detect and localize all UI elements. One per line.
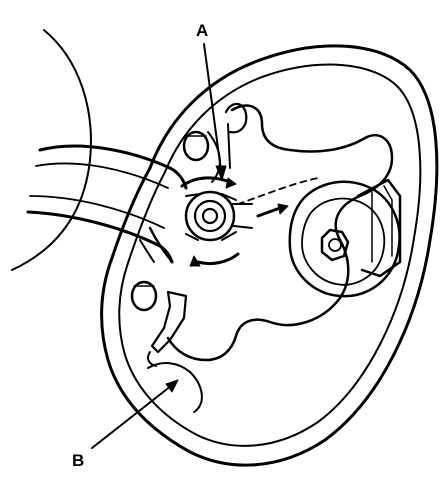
hub-contour [166, 104, 394, 362]
lower-clip [150, 290, 188, 354]
tool-bar-upper [38, 144, 188, 190]
rotation-arrow-top [180, 176, 232, 188]
upper-boss [182, 130, 210, 162]
rotation-arrow-right [256, 206, 282, 218]
rotation-arrow-bottom [196, 252, 240, 266]
right-hub-housing [288, 180, 401, 298]
wheel-outer-rim [100, 44, 439, 467]
callout-b-label: B [72, 451, 85, 470]
callout-a-label: A [196, 21, 209, 40]
right-hub-nut [320, 228, 350, 262]
leader-line-b [91, 381, 177, 449]
dash-outline-arc [11, 29, 92, 271]
center-connector [184, 190, 236, 242]
lower-boss [130, 280, 158, 312]
right-bracket [356, 178, 402, 278]
wheel-inner-rim [118, 63, 422, 447]
leader-line-a [203, 43, 223, 179]
tool-bar-lower [26, 210, 174, 264]
cover-b-outline [147, 362, 203, 413]
top-clip [224, 102, 248, 134]
right-hub-ring [301, 197, 386, 286]
